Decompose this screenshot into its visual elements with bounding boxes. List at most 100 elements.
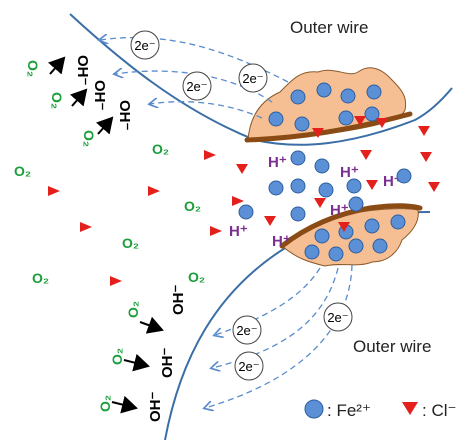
oh-top-2: OH⁻ (91, 80, 108, 111)
svg-text:O₂: O₂ (125, 301, 141, 318)
fe-ion (338, 110, 354, 126)
arrow-top-1 (48, 56, 66, 75)
svg-text:OH⁻: OH⁻ (170, 285, 187, 316)
fe-ions (238, 82, 412, 262)
h-plus-6: H⁺ (272, 233, 291, 250)
svg-text:OH⁻: OH⁻ (159, 348, 176, 379)
o2-bottom-2: O₂ (109, 348, 125, 365)
outer-wire-top-label: Outer wire (290, 18, 368, 37)
electron-label-4: 2e⁻ (323, 302, 353, 332)
cl-ion (312, 128, 324, 138)
fe-ion (346, 178, 362, 194)
fe-ion (318, 182, 334, 198)
cl-ion (48, 186, 60, 196)
legend-fe-label: : Fe²⁺ (327, 401, 371, 420)
fe-ion (364, 106, 380, 122)
o2-free-4: O₂ (122, 235, 139, 251)
svg-text:O₂: O₂ (81, 130, 97, 147)
arrow-bottom-1 (139, 316, 164, 334)
svg-text:OH⁻: OH⁻ (116, 100, 133, 131)
cl-ion (354, 116, 366, 126)
arrow-bottom-3 (111, 395, 138, 414)
h-plus-2: H⁺ (340, 164, 359, 181)
o2-top-2: O₂ (49, 92, 65, 109)
oh-bottom-2: OH⁻ (159, 348, 176, 379)
svg-text:2e⁻: 2e⁻ (242, 71, 263, 86)
o2-bottom-3: O₂ (97, 395, 113, 412)
oh-bottom-1: OH⁻ (170, 285, 187, 316)
fe-ion (304, 244, 320, 260)
top-deposit (247, 67, 407, 141)
fe-ion (314, 228, 330, 244)
svg-text:O₂: O₂ (49, 92, 65, 109)
fe-ion (316, 82, 332, 98)
outer-wire-top-curve (69, 13, 453, 146)
top-metal-band (244, 111, 413, 143)
o2-free-6: O₂ (188, 269, 205, 285)
electron-label-2: 2e⁻ (238, 63, 268, 93)
electron-path-bottom-2 (212, 267, 339, 368)
cl-ion (428, 182, 440, 192)
legend-fe-symbol (304, 399, 324, 419)
fe-ion (366, 84, 382, 100)
fe-ion (238, 204, 254, 220)
cl-ion (314, 198, 326, 208)
fe-ion (268, 180, 284, 196)
arrow-top-2 (70, 88, 88, 107)
cl-ion (264, 216, 276, 226)
electron-path-top-3 (150, 102, 263, 119)
h-plus-5: H⁺ (229, 223, 248, 240)
cl-ion (232, 196, 244, 206)
bottom-metal-band (279, 203, 423, 249)
cl-ion (236, 164, 248, 174)
fe-ion (268, 111, 284, 127)
fe-ion (290, 89, 306, 105)
electron-label-6: 2e⁻ (234, 351, 264, 381)
arrow-bottom-2 (123, 353, 150, 372)
svg-text:OH⁻: OH⁻ (91, 80, 108, 111)
svg-text:2e⁻: 2e⁻ (327, 310, 348, 325)
svg-text:OH⁻: OH⁻ (147, 392, 164, 423)
svg-text:2e⁻: 2e⁻ (134, 38, 155, 53)
cl-ion (420, 152, 432, 162)
svg-text:2e⁻: 2e⁻ (236, 323, 257, 338)
cl-ion (338, 222, 350, 232)
oh-top-3: OH⁻ (116, 100, 133, 131)
fe-ion (340, 88, 356, 104)
electron-path-top-2 (115, 71, 273, 103)
h-plus-1: H⁺ (268, 154, 287, 171)
fe-ion (294, 116, 310, 132)
electron-path-bottom-3 (205, 264, 353, 408)
svg-text:2e⁻: 2e⁻ (186, 79, 207, 94)
oh-top-1: OH⁻ (74, 55, 91, 86)
cl-ion (80, 222, 92, 232)
legend-cl-symbol (402, 402, 418, 415)
fe-ion (396, 168, 412, 184)
cl-ion (148, 186, 160, 196)
cl-ions (48, 116, 440, 286)
cl-ion (418, 126, 430, 136)
cl-ion (110, 276, 122, 286)
outer-wire-bottom-label: Outer wire (353, 337, 431, 356)
arrow-top-3 (96, 116, 114, 135)
fe-ion (364, 218, 380, 234)
fe-ion (348, 196, 364, 212)
electron-label-3: 2e⁻ (182, 71, 212, 101)
fe-ion (348, 238, 364, 254)
fe-ion (328, 246, 344, 262)
fe-ion (372, 238, 388, 254)
o2-free-1: O₂ (14, 163, 31, 179)
o2-free-2: O₂ (152, 141, 169, 157)
fe-ion (290, 178, 306, 194)
svg-text:2e⁻: 2e⁻ (238, 359, 259, 374)
fe-ion (314, 158, 330, 174)
svg-text:O₂: O₂ (25, 60, 41, 77)
o2-free-5: O₂ (32, 270, 49, 286)
electron-label-1: 2e⁻ (130, 30, 160, 60)
electron-path-top-1 (100, 38, 289, 83)
electron-path-bottom-1 (215, 267, 321, 335)
legend: : Fe²⁺ : Cl⁻ (304, 399, 456, 420)
svg-text:O₂: O₂ (97, 395, 113, 412)
fe-ion (390, 214, 406, 230)
